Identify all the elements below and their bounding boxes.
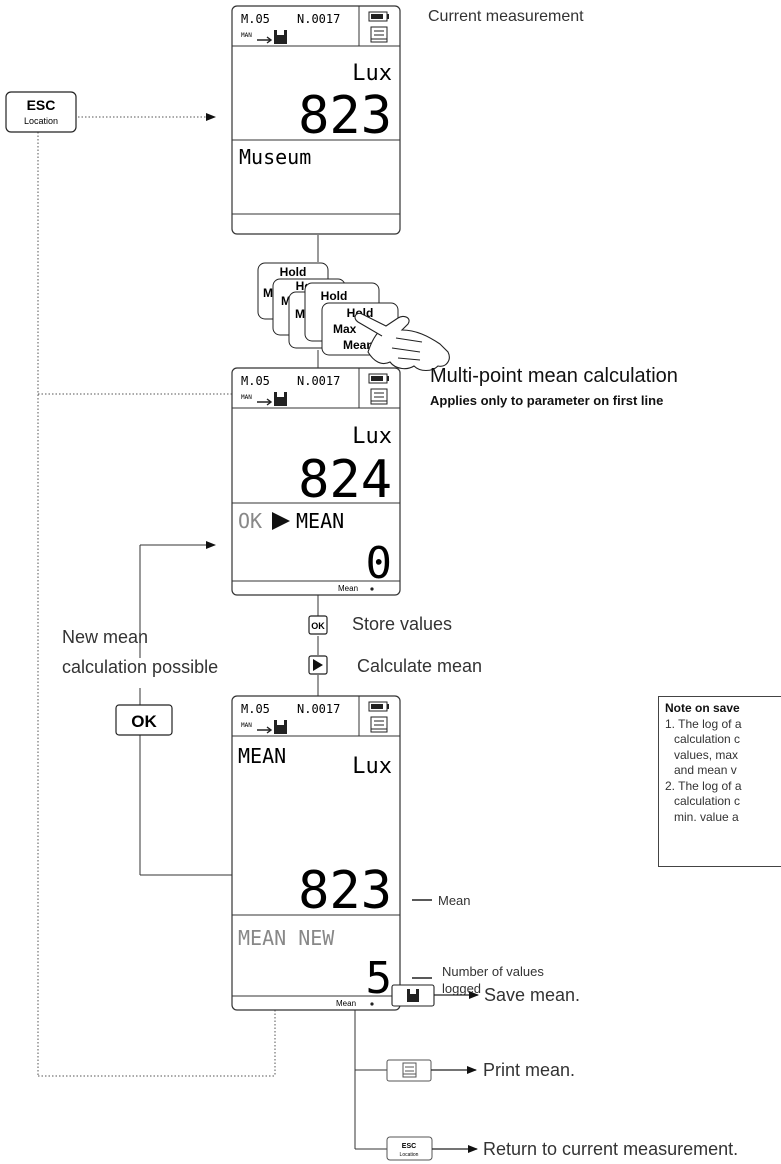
note-on-save-box: Note on save 1. The log of a calculation… — [658, 696, 781, 867]
svg-text:N.0017: N.0017 — [297, 12, 340, 26]
svg-text:Mean: Mean — [338, 584, 358, 593]
svg-text:823: 823 — [298, 86, 392, 146]
svg-text:M.05: M.05 — [241, 374, 270, 388]
svg-text:OK: OK — [311, 621, 325, 631]
display-mean-result: M.05 N.0017 MAN MEAN Lux 823 MEAN NEW 5 … — [231, 695, 401, 1011]
new-mean-label-2: calculation possible — [62, 657, 218, 677]
svg-text:MAN: MAN — [241, 722, 252, 729]
svg-text:Hold: Hold — [321, 289, 348, 303]
mean-annotation: Mean — [438, 893, 471, 908]
save-key[interactable] — [391, 984, 435, 1007]
svg-text:MAN: MAN — [241, 32, 252, 39]
svg-text:0: 0 — [366, 538, 393, 589]
new-mean-label-1: New mean — [62, 627, 148, 647]
svg-text:Museum: Museum — [239, 145, 311, 169]
note-line: 2. The log of a — [665, 778, 742, 793]
ok-key-large[interactable]: OK — [115, 704, 173, 736]
esc-location-key[interactable]: ESC Location — [5, 91, 77, 133]
svg-text:Max: Max — [333, 322, 357, 336]
print-mean-label: Print mean. — [483, 1060, 575, 1080]
calculate-mean-label: Calculate mean — [357, 656, 482, 676]
printer-icon — [370, 716, 388, 733]
save-mean-label: Save mean. — [484, 985, 580, 1005]
current-measurement-label: Current measurement — [428, 8, 584, 25]
battery-icon — [368, 373, 389, 384]
svg-text:MAN: MAN — [241, 394, 252, 401]
dotted-connectors — [37, 113, 276, 1077]
svg-text:MEAN: MEAN — [296, 509, 344, 533]
note-line: min. value a — [674, 809, 739, 824]
svg-text:ESC: ESC — [27, 97, 56, 113]
svg-text:823: 823 — [298, 861, 392, 921]
svg-text:Location: Location — [400, 1152, 419, 1158]
pressing-hand-icon — [354, 312, 450, 372]
save-disk-icon — [274, 30, 287, 44]
note-line: calculation c — [674, 794, 741, 808]
svg-text:OK: OK — [131, 712, 157, 731]
svg-text:824: 824 — [298, 450, 392, 510]
play-triangle-icon — [272, 512, 290, 530]
svg-text:M.05: M.05 — [241, 12, 270, 26]
svg-text:M: M — [263, 286, 273, 300]
esc-key-small[interactable]: ESC Location — [386, 1136, 433, 1161]
svg-text:N.0017: N.0017 — [297, 374, 340, 388]
arrow-icon — [257, 726, 273, 734]
note-line: calculation c — [674, 732, 741, 746]
print-key[interactable] — [386, 1059, 432, 1082]
svg-text:MEAN: MEAN — [238, 744, 286, 768]
number-values-annotation-2: logged — [442, 981, 481, 996]
svg-text:OK: OK — [238, 509, 262, 533]
svg-text:M.05: M.05 — [241, 702, 270, 716]
printer-icon — [402, 1062, 417, 1078]
store-values-label: Store values — [352, 614, 452, 634]
hold-max-mean-keys[interactable]: Hold M Hold Ma Hold Ma M Hold Hold Max M… — [257, 262, 399, 356]
note-line: and mean v — [674, 763, 737, 777]
play-triangle-icon — [313, 659, 323, 671]
svg-text:MEAN NEW: MEAN NEW — [238, 926, 335, 950]
svg-text:N.0017: N.0017 — [297, 702, 340, 716]
svg-text:Location: Location — [24, 116, 58, 126]
svg-text:Mean: Mean — [336, 999, 356, 1008]
battery-icon — [368, 701, 389, 712]
printer-icon — [370, 26, 388, 43]
ok-key-small[interactable]: OK — [308, 615, 328, 635]
svg-text:5: 5 — [366, 953, 393, 1004]
arrow-icon — [257, 36, 273, 44]
play-key[interactable] — [308, 655, 328, 675]
display-mean-calculation: M.05 N.0017 MAN Lux 824 OK MEAN 0 Mean — [231, 367, 401, 596]
svg-text:ESC: ESC — [402, 1143, 416, 1150]
display-current-measurement: M.05 N.0017 MAN Lux 823 Museum — [231, 5, 401, 235]
return-label: Return to current measurement. — [483, 1139, 738, 1159]
svg-text:Lux: Lux — [352, 754, 392, 779]
battery-icon — [368, 11, 389, 22]
note-line: values, max — [674, 747, 739, 762]
diagram-subtitle: Applies only to parameter on first line — [430, 393, 663, 408]
note-title: Note on save — [665, 701, 740, 715]
svg-text:Mean: Mean — [343, 338, 374, 352]
flow-lines — [139, 235, 387, 1150]
printer-icon — [370, 388, 388, 405]
save-disk-icon — [274, 720, 287, 734]
diagram-title: Multi-point mean calculation — [430, 365, 678, 387]
svg-text:Lux: Lux — [352, 61, 392, 86]
svg-text:Lux: Lux — [352, 424, 392, 449]
number-values-annotation-1: Number of values — [442, 964, 544, 979]
svg-text:Hold: Hold — [280, 265, 307, 279]
note-line: 1. The log of a — [665, 716, 742, 731]
save-disk-icon — [274, 392, 287, 406]
arrow-icon — [257, 398, 273, 406]
